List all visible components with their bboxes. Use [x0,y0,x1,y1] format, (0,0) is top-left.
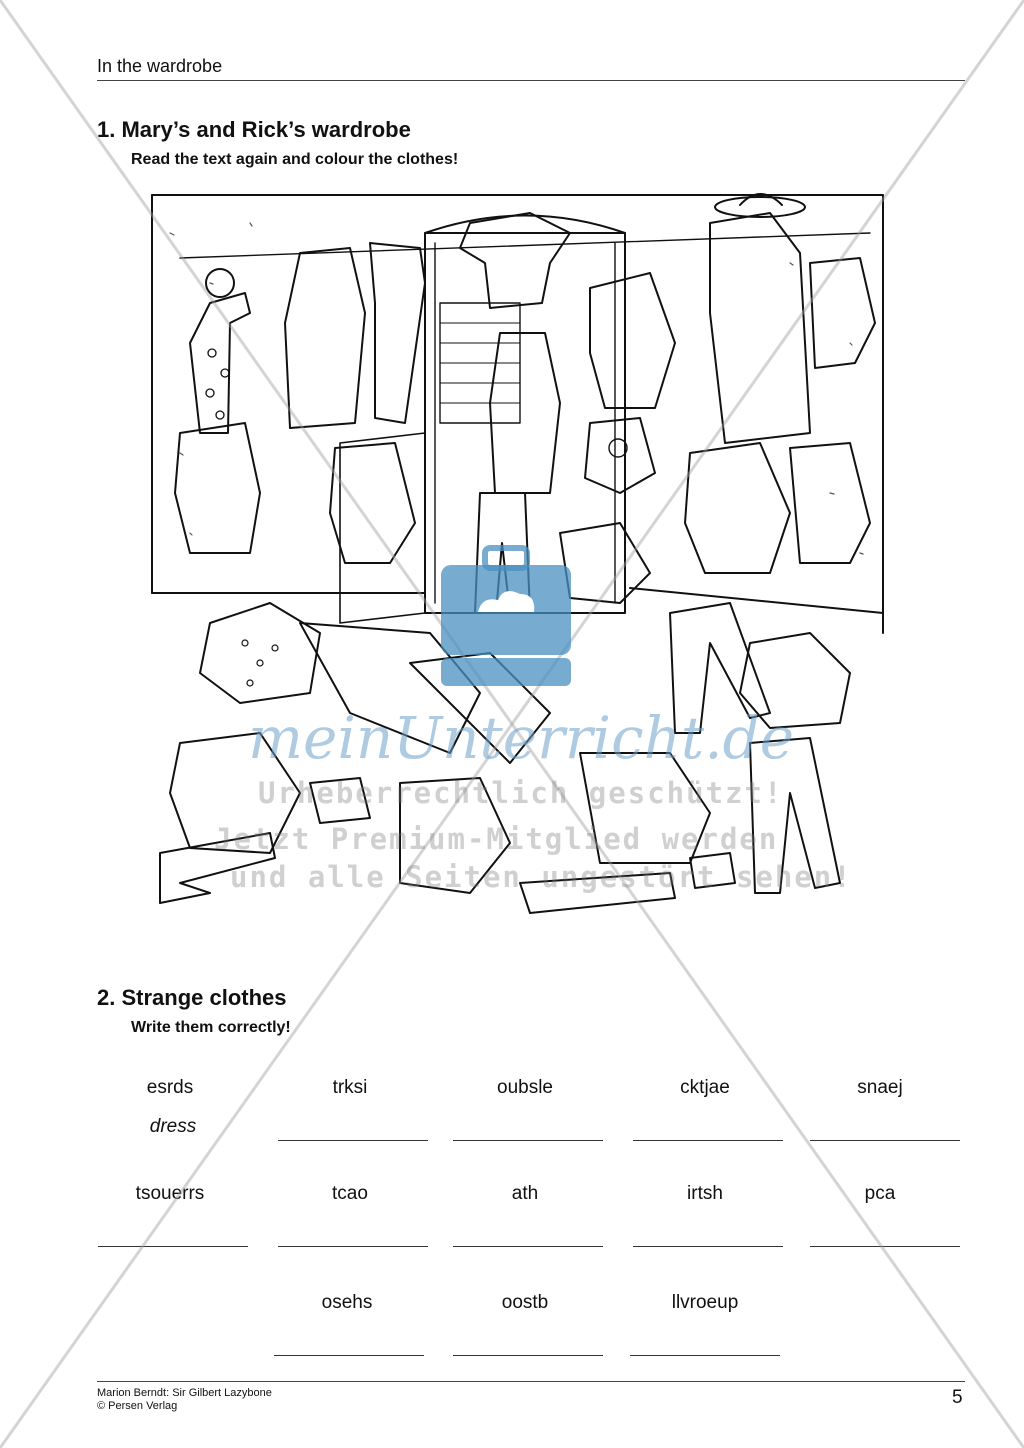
answer-line[interactable] [810,1246,960,1247]
scrambled-word: osehs [321,1292,373,1313]
scrambled-word: oubsle [497,1077,553,1098]
section1-instruction: Read the text again and colour the cloth… [131,151,459,168]
answer-line[interactable] [453,1355,603,1356]
footer-publisher: © Persen Verlag [97,1400,178,1412]
wardrobe-illustration [150,193,885,918]
section2-instruction: Write them correctly! [131,1019,291,1036]
scrambled-word: snaej [857,1077,903,1098]
header-divider [97,80,965,81]
section1-title: 1. Mary’s and Rick’s wardrobe [97,117,411,142]
answer-line[interactable] [810,1140,960,1141]
section2-title: 2. Strange clothes [97,985,287,1010]
answer-line[interactable] [278,1246,428,1247]
scrambled-word: pca [864,1183,896,1204]
scrambled-word: cktjae [680,1077,730,1098]
answer-line[interactable] [453,1140,603,1141]
answer-line[interactable] [98,1246,248,1247]
scrambled-word: tcao [332,1183,368,1204]
scrambled-word: esrds [146,1077,194,1098]
example-answer: dress [149,1116,197,1137]
scrambled-word: irtsh [687,1183,723,1204]
answer-line[interactable] [453,1246,603,1247]
footer-author: Marion Berndt: Sir Gilbert Lazybone [97,1387,272,1399]
scrambled-word: tsouerrs [135,1183,205,1204]
footer-divider [97,1381,965,1382]
page-number: 5 [952,1387,963,1408]
scrambled-word: ath [511,1183,539,1204]
answer-line[interactable] [633,1140,783,1141]
scrambled-word: oostb [501,1292,549,1313]
page-header-title: In the wardrobe [97,56,223,76]
scrambled-word: llvroeup [671,1292,739,1313]
scrambled-word: trksi [332,1077,368,1098]
answer-line[interactable] [633,1246,783,1247]
answer-line[interactable] [630,1355,780,1356]
answer-line[interactable] [274,1355,424,1356]
answer-line[interactable] [278,1140,428,1141]
